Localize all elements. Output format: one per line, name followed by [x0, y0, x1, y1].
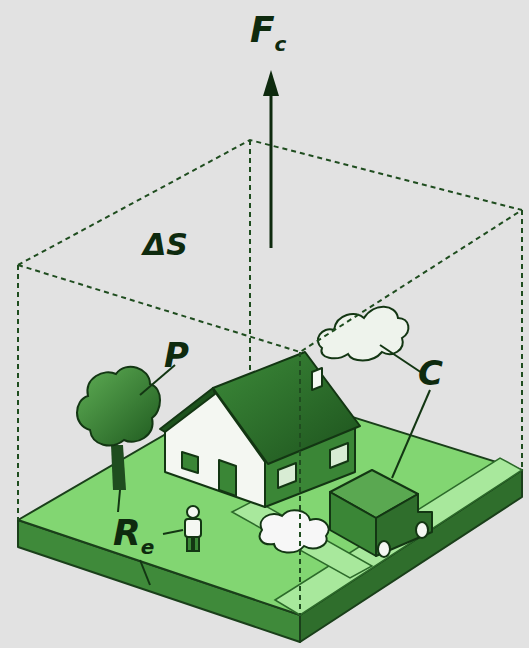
dashed-edge: [249, 140, 251, 385]
chimney: [312, 368, 322, 390]
tree-crown: [77, 367, 160, 446]
part-label: C: [418, 356, 443, 390]
wheel: [378, 541, 390, 557]
person-head: [187, 506, 199, 518]
leader-line: [392, 390, 430, 478]
person-leg: [187, 537, 192, 551]
force-label: Fc: [250, 12, 286, 54]
leader-line: [163, 530, 183, 534]
wheel: [416, 522, 428, 538]
truck: [330, 470, 432, 557]
window: [278, 463, 296, 488]
exhaust-cloud: [260, 510, 329, 552]
window: [330, 443, 348, 468]
part-label: Re: [113, 515, 154, 557]
truck-side: [376, 494, 432, 556]
door: [219, 460, 236, 496]
dashed-edge: [299, 352, 301, 615]
leader-line: [118, 490, 120, 512]
person-body: [185, 519, 201, 537]
leader-line: [140, 560, 150, 585]
force-arrow: [263, 70, 279, 248]
volume-front-edges: [18, 210, 522, 615]
roof-edge: [160, 388, 215, 432]
arrow-head: [263, 70, 279, 96]
tree-trunk: [111, 445, 126, 490]
arrow-shaft: [270, 92, 273, 248]
dashed-edge: [17, 265, 19, 520]
part-label: P: [164, 338, 189, 372]
volume-label: ΔS: [143, 230, 188, 260]
person-leg: [194, 537, 199, 551]
leader-lines: [118, 345, 430, 585]
truck-rear: [330, 492, 376, 556]
tree: [77, 367, 160, 490]
dashed-edge: [521, 210, 523, 470]
person: [185, 506, 201, 551]
house: [160, 352, 360, 507]
sky-cloud: [318, 307, 408, 361]
window: [182, 452, 198, 473]
